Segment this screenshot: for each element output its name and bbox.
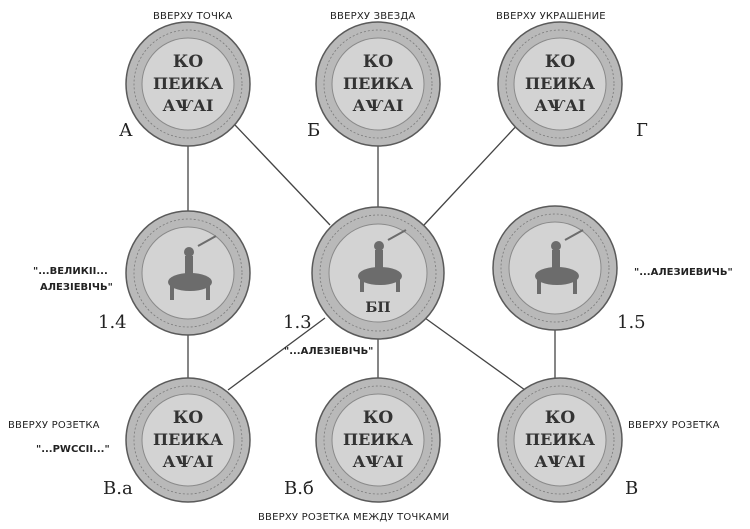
label-b: Б (307, 120, 320, 141)
svg-text:ПЕИКА: ПЕИКА (343, 430, 413, 449)
svg-text:АѰАІ: АѰАІ (352, 452, 403, 471)
caption-top-dot: ВВЕРХУ ТОЧКА (153, 11, 232, 22)
label-v-b: В.б (284, 478, 314, 499)
label-1-3: 1.3 (283, 312, 312, 333)
svg-text:ПЕИКА: ПЕИКА (153, 74, 223, 93)
caption-top-rosette-between-dots: ВВЕРХУ РОЗЕТКА МЕЖДУ ТОЧКАМИ (258, 512, 449, 523)
quote-v-a: "...PWCCII..." (36, 444, 110, 455)
coin-g: КО ПЕИКА АѰАІ (498, 22, 622, 146)
quote-1-4-line1: "...ВЕЛИКІІ... (33, 266, 108, 277)
label-g: Г (636, 120, 648, 141)
label-v: В (625, 478, 638, 499)
coin-v: КО ПЕИКА АѰАІ (498, 378, 622, 502)
svg-text:АѰАІ: АѰАІ (352, 96, 403, 115)
label-a: А (119, 120, 133, 141)
label-v-a: В.а (103, 478, 133, 499)
svg-text:ПЕИКА: ПЕИКА (153, 430, 223, 449)
quote-1-4-line2: АЛЕЗІЕВІЧЬ" (40, 282, 113, 293)
label-1-4: 1.4 (98, 312, 127, 333)
svg-text:АѰАІ: АѰАІ (534, 96, 585, 115)
quote-1-3: "...АЛЕЗІЕВІЧЬ" (284, 346, 373, 357)
label-1-5: 1.5 (617, 312, 646, 333)
svg-text:ПЕИКА: ПЕИКА (343, 74, 413, 93)
svg-text:АѰАІ: АѰАІ (162, 452, 213, 471)
caption-top-rosette-right: ВВЕРХУ РОЗЕТКА (628, 420, 720, 431)
caption-top-rosette-left: ВВЕРХУ РОЗЕТКА (8, 420, 100, 431)
svg-text:КО: КО (173, 408, 203, 428)
svg-text:ПЕИКА: ПЕИКА (525, 430, 595, 449)
svg-text:КО: КО (173, 52, 203, 72)
svg-text:АѰАІ: АѰАІ (534, 452, 585, 471)
coin-1-5 (493, 206, 617, 330)
coin-1-4 (126, 211, 250, 335)
coin-a: КО ПЕИКА АѰАІ (126, 22, 250, 146)
coin-b: КО ПЕИКА АѰАІ (316, 22, 440, 146)
svg-text:КО: КО (545, 408, 575, 428)
line-g-to-1-3 (424, 122, 520, 225)
svg-text:ПЕИКА: ПЕИКА (525, 74, 595, 93)
svg-text:АѰАІ: АѰАІ (162, 96, 213, 115)
caption-top-ornament: ВВЕРХУ УКРАШЕНИЕ (496, 11, 606, 22)
svg-text:КО: КО (363, 408, 393, 428)
coin-vb: КО ПЕИКА АѰАІ (316, 378, 440, 502)
line-1-3-to-v (425, 318, 525, 390)
quote-1-5: "...АЛЕЗИЕВИЧЬ" (634, 267, 733, 278)
svg-text:КО: КО (363, 52, 393, 72)
coin-1-3: БП (312, 207, 444, 339)
svg-text:КО: КО (545, 52, 575, 72)
svg-text:БП: БП (365, 300, 390, 316)
coin-va: КО ПЕИКА АѰАІ (126, 378, 250, 502)
caption-top-star: ВВЕРХУ ЗВЕЗДА (330, 11, 415, 22)
